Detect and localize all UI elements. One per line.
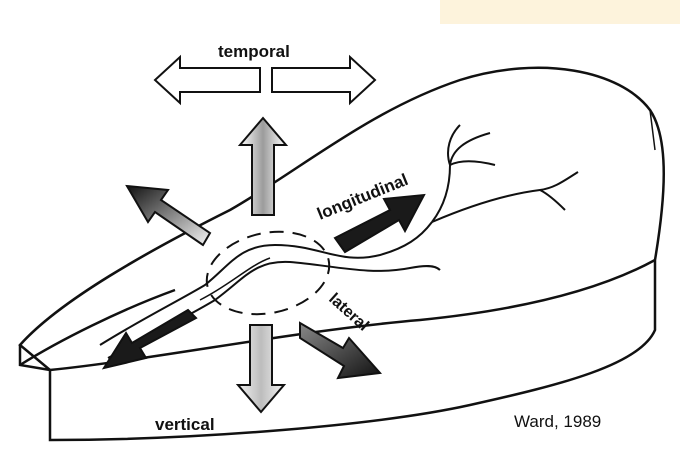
downstream-arrow [104,310,196,368]
vertical-label: vertical [155,415,215,434]
temporal-label: temporal [218,42,290,61]
valley-block [20,68,664,440]
diagonal-up-left-arrow [127,186,210,245]
citation-credit: Ward, 1989 [514,412,601,432]
lateral-arrow [300,323,380,378]
tributaries [432,125,578,222]
temporal-arrow [155,57,375,103]
